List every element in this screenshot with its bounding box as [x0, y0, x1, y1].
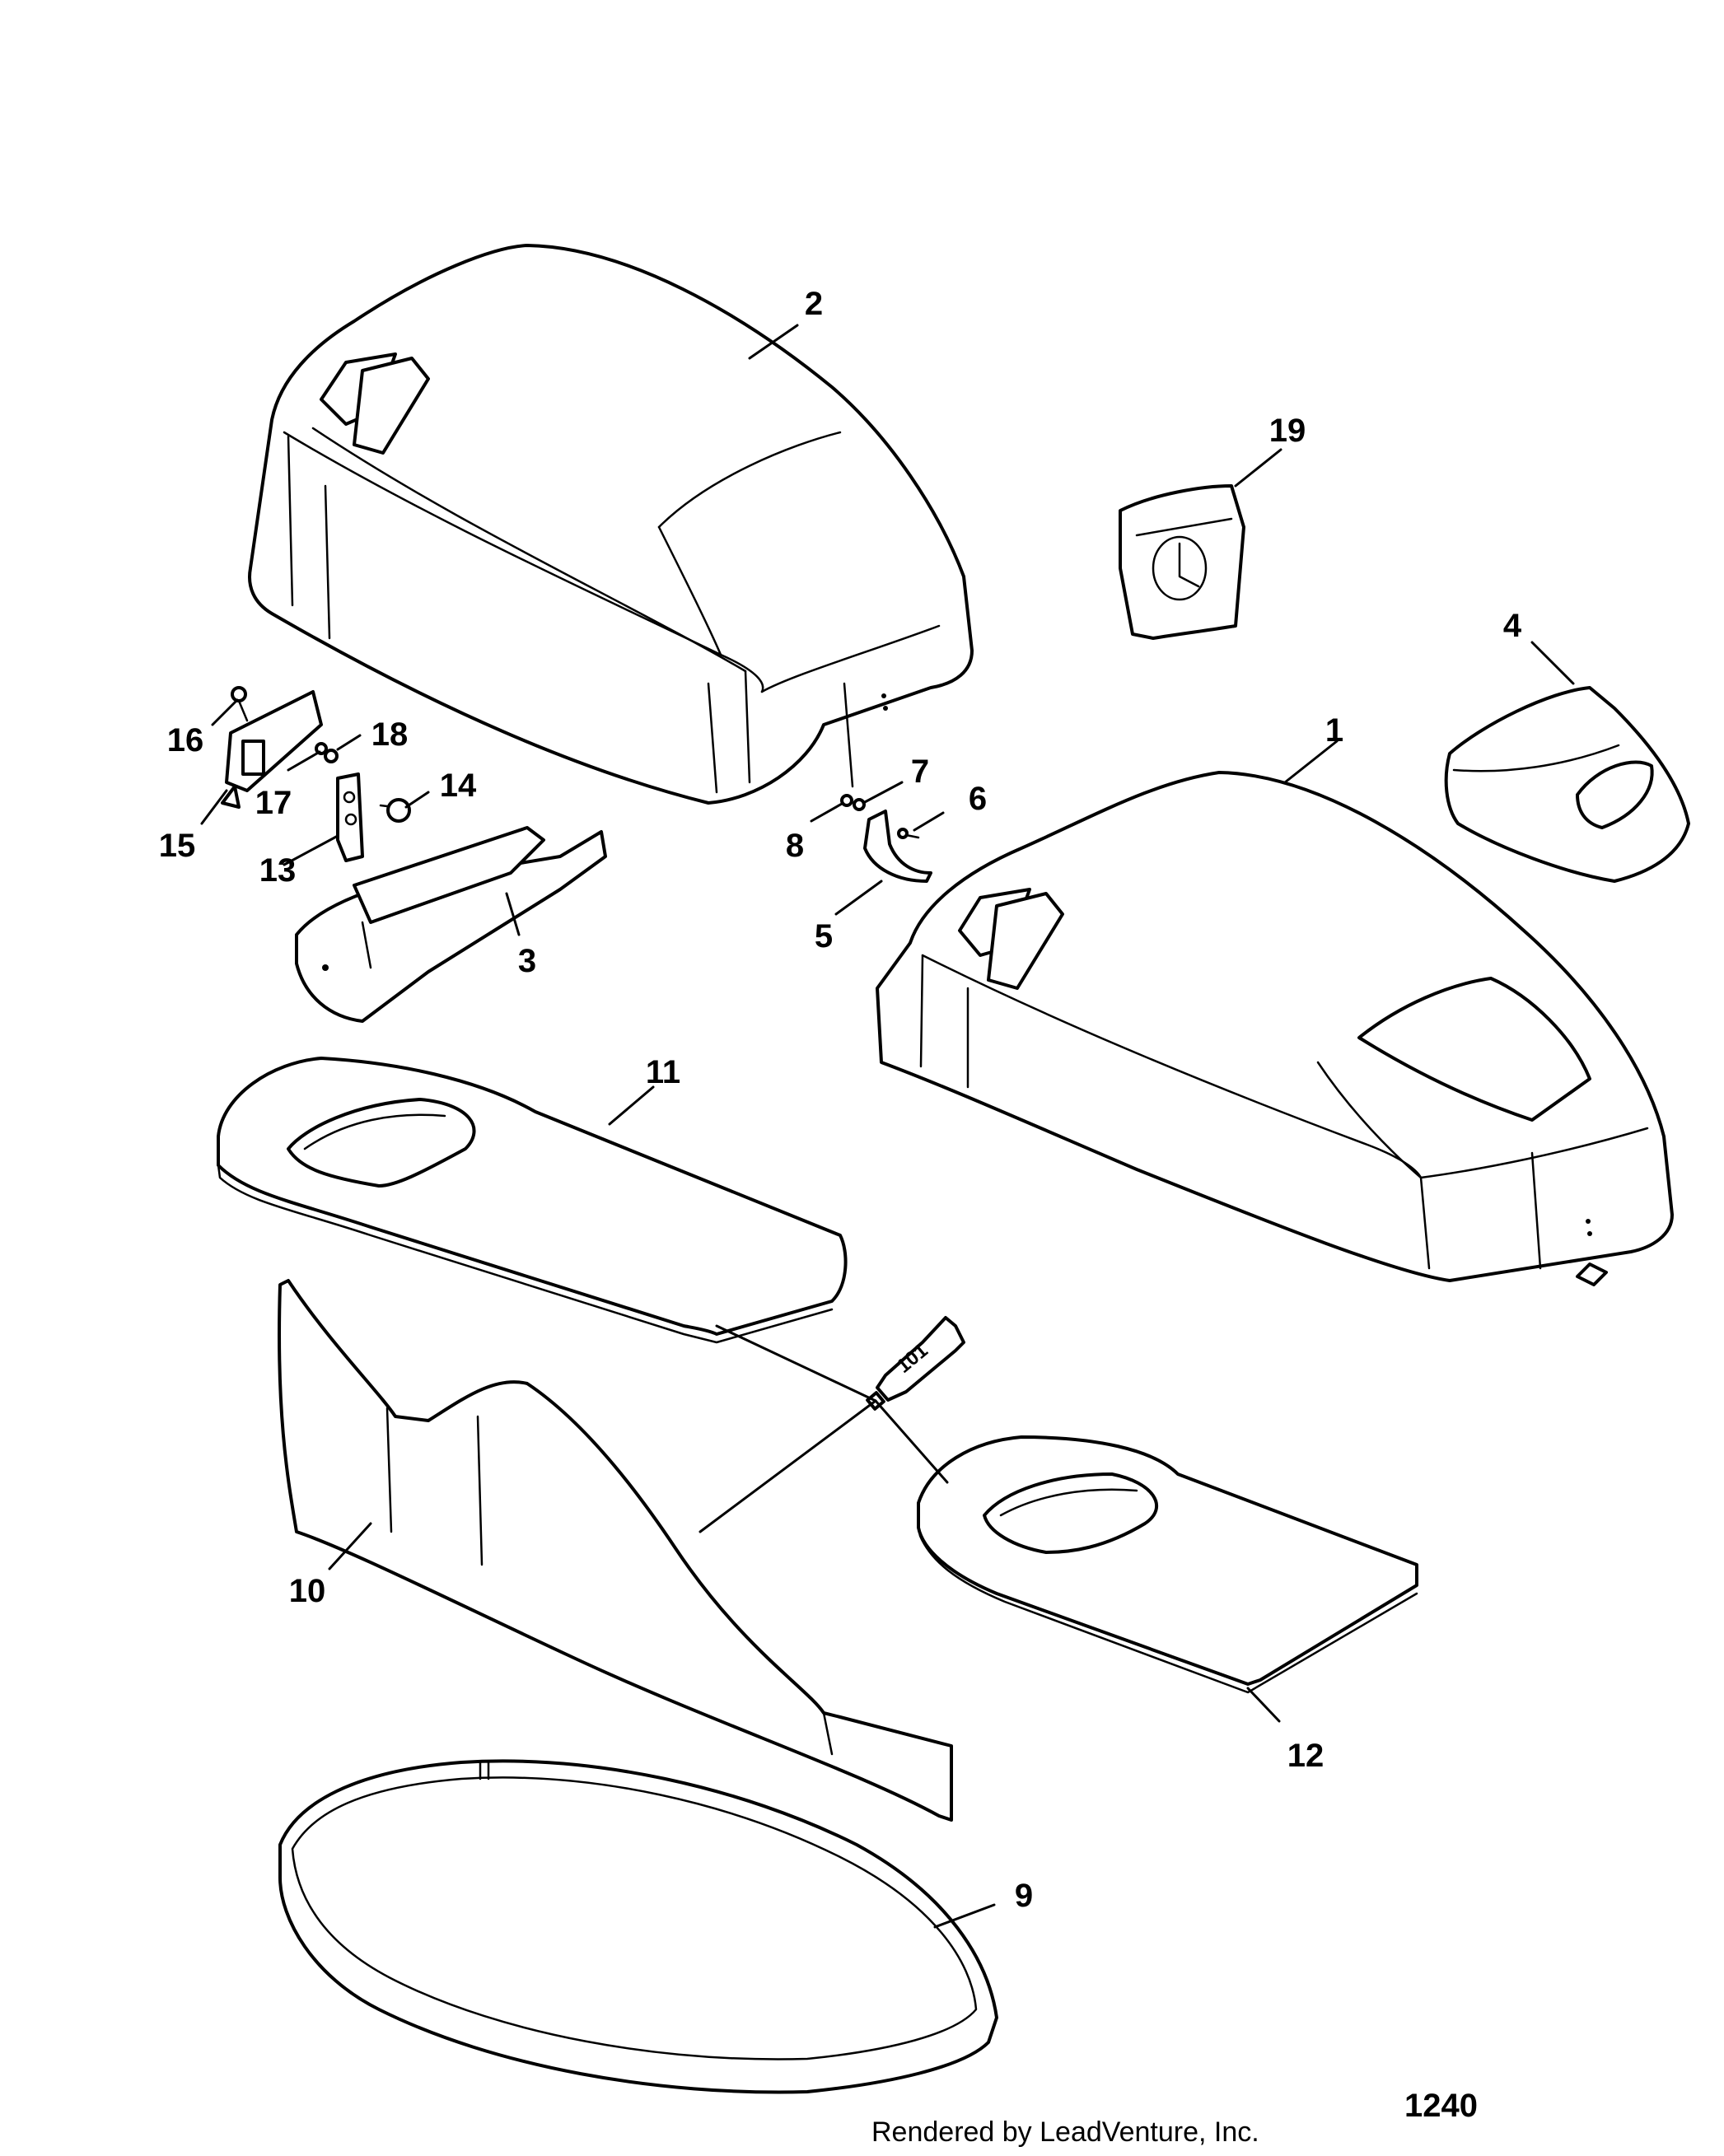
callout-11: 11: [646, 1054, 680, 1090]
callout-18: 18: [371, 716, 409, 753]
vent-cap[interactable]: [1119, 484, 1245, 640]
latch-assembly[interactable]: [221, 690, 323, 809]
washer-18[interactable]: [324, 749, 339, 763]
callout-2: 2: [805, 286, 823, 322]
callout-labels: 1 2 3 4 5 6 7 8 9 10 11 12 13 14 15 16 1…: [159, 286, 1522, 1914]
callout-8: 8: [786, 828, 804, 864]
callout-12: 12: [1287, 1738, 1325, 1774]
strike-plate[interactable]: [336, 772, 364, 862]
callout-16: 16: [167, 722, 204, 758]
leader-lines: [200, 324, 1575, 1929]
latch-bracket[interactable]: [295, 826, 607, 1023]
callout-7: 7: [911, 754, 929, 790]
rear-hood-cap[interactable]: [1444, 686, 1690, 883]
lower-seal[interactable]: [917, 1435, 1418, 1694]
callout-17: 17: [255, 785, 292, 821]
nut-8[interactable]: [840, 794, 853, 807]
clip-bracket[interactable]: [863, 810, 932, 883]
diagram-number: 1240: [1404, 2088, 1478, 2124]
screw-16[interactable]: [231, 686, 249, 722]
callout-13: 13: [259, 852, 297, 889]
washer-7[interactable]: [853, 798, 866, 811]
callout-6: 6: [969, 781, 987, 817]
callout-15: 15: [159, 828, 196, 864]
callout-3: 3: [518, 943, 536, 979]
callout-5: 5: [815, 918, 833, 954]
callout-14: 14: [440, 768, 477, 804]
screw-6[interactable]: [897, 828, 920, 839]
callout-1: 1: [1325, 712, 1343, 749]
top-cowl-upper[interactable]: [248, 244, 974, 805]
side-seal[interactable]: [278, 1279, 953, 1822]
callout-19: 19: [1269, 413, 1306, 449]
callout-9: 9: [1015, 1878, 1033, 1914]
callout-4: 4: [1503, 608, 1522, 644]
upper-seal[interactable]: [217, 1057, 848, 1344]
footer-credit: Rendered by LeadVenture, Inc.: [871, 2116, 1259, 2148]
bottom-gasket[interactable]: [278, 1759, 998, 2094]
callout-10: 10: [289, 1573, 326, 1609]
bolt-14[interactable]: [379, 798, 411, 823]
top-cowl-lower[interactable]: [876, 771, 1674, 1286]
